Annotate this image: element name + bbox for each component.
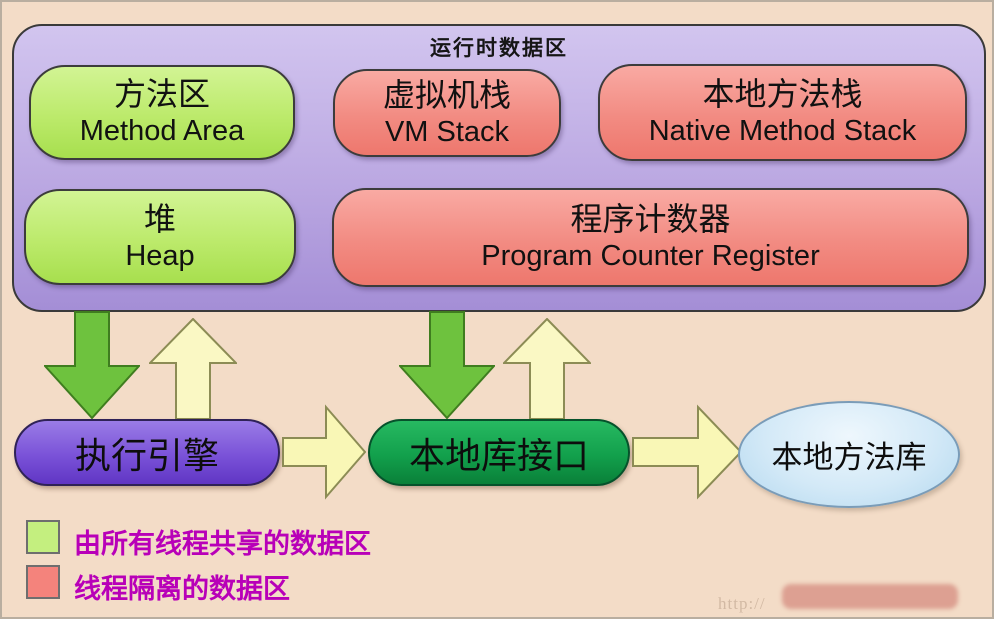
native-method-stack-label-zh: 本地方法栈	[702, 76, 863, 113]
heap-label-zh: 堆	[143, 200, 176, 237]
native-library-label: 本地方法库	[771, 440, 927, 475]
down-arrow-icon	[399, 311, 495, 419]
native-interface-label: 本地库接口	[408, 435, 589, 476]
legend-isolated-swatch	[26, 565, 60, 599]
execution-engine-label: 执行引擎	[74, 435, 219, 476]
method-area-label-en: Method Area	[79, 115, 245, 148]
vm-stack-box: 虚拟机栈 VM Stack	[333, 69, 561, 157]
vm-stack-label-zh: 虚拟机栈	[382, 76, 511, 113]
up-arrow-icon	[149, 318, 237, 420]
native-interface-box: 本地库接口	[368, 419, 630, 486]
native-method-stack-label-en: Native Method Stack	[648, 115, 917, 148]
watermark-text: http://	[718, 594, 766, 613]
legend-shared-label: 由所有线程共享的数据区	[74, 529, 371, 559]
watermark-blur-overlay	[782, 584, 958, 609]
right-arrow-icon	[632, 404, 742, 500]
heap-box: 堆 Heap	[24, 189, 296, 285]
execution-engine-box: 执行引擎	[14, 419, 280, 486]
native-library-ellipse: 本地方法库	[738, 401, 960, 508]
pc-register-label-zh: 程序计数器	[570, 201, 731, 238]
method-area-label-zh: 方法区	[113, 76, 210, 113]
down-arrow-icon	[44, 311, 140, 419]
legend-shared-swatch	[26, 520, 60, 554]
up-arrow-icon	[503, 318, 591, 420]
heap-label-en: Heap	[125, 239, 195, 272]
native-method-stack-box: 本地方法栈 Native Method Stack	[598, 64, 967, 161]
vm-stack-label-en: VM Stack	[384, 115, 510, 148]
pc-register-box: 程序计数器 Program Counter Register	[332, 188, 969, 287]
right-arrow-icon	[282, 404, 366, 500]
method-area-box: 方法区 Method Area	[29, 65, 295, 160]
legend-isolated-label: 线程隔离的数据区	[74, 574, 290, 604]
pc-register-label-en: Program Counter Register	[481, 240, 820, 273]
runtime-data-area-title: 运行时数据区	[430, 37, 568, 60]
